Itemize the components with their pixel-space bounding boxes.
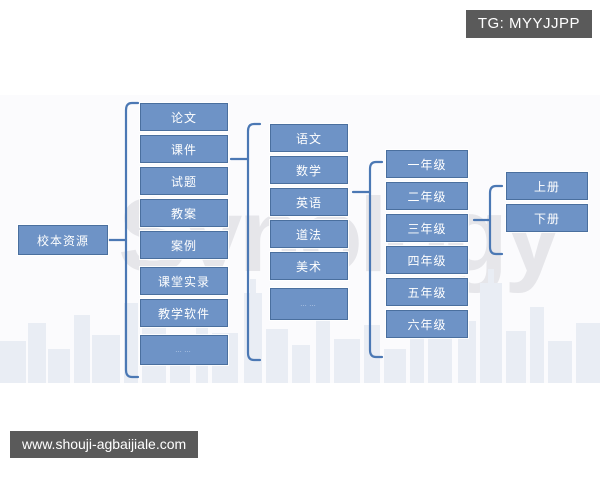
node-subject-2[interactable]: 英语 [270, 188, 348, 216]
node-resource-type-0[interactable]: 论文 [140, 103, 228, 131]
node-resource-type-2[interactable]: 试题 [140, 167, 228, 195]
node-volume-1[interactable]: 下册 [506, 204, 588, 232]
telegram-tag-badge: TG: MYYJJPP [465, 10, 592, 38]
node-subject-0[interactable]: 语文 [270, 124, 348, 152]
node-subject-4[interactable]: 美术 [270, 252, 348, 280]
node-grade-0[interactable]: 一年级 [386, 150, 468, 178]
node-resource-type-4[interactable]: 案例 [140, 231, 228, 259]
diagram-canvas: Synology [0, 95, 600, 383]
node-subject-3[interactable]: 道法 [270, 220, 348, 248]
connector-lines [106, 101, 504, 379]
node-grade-1[interactable]: 二年级 [386, 182, 468, 210]
node-root[interactable]: 校本资源 [18, 225, 108, 255]
node-subject-1[interactable]: 数学 [270, 156, 348, 184]
node-grade-2[interactable]: 三年级 [386, 214, 468, 242]
node-subject-more[interactable]: …… [270, 288, 348, 320]
node-grade-4[interactable]: 五年级 [386, 278, 468, 306]
node-resource-type-3[interactable]: 教案 [140, 199, 228, 227]
watermark-url-bar: www.shouji-agbaijiale.com [10, 431, 199, 458]
node-resource-type-6[interactable]: 教学软件 [140, 299, 228, 327]
node-resource-type-5[interactable]: 课堂实录 [140, 267, 228, 295]
node-grade-5[interactable]: 六年级 [386, 310, 468, 338]
node-grade-3[interactable]: 四年级 [386, 246, 468, 274]
node-volume-0[interactable]: 上册 [506, 172, 588, 200]
node-resource-type-1[interactable]: 课件 [140, 135, 228, 163]
node-resource-type-more[interactable]: …… [140, 335, 228, 365]
